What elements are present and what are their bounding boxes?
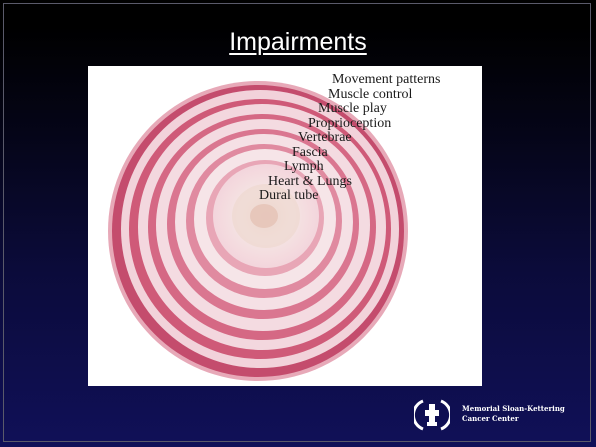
onion-slice-illustration: [88, 66, 482, 386]
layer-label: Lymph: [284, 160, 324, 174]
layer-label: Muscle control: [328, 88, 412, 102]
msk-emblem-icon: [414, 398, 450, 432]
onion-image: Movement patterns Muscle control Muscle …: [88, 66, 482, 386]
msk-logo: Memorial Sloan-Kettering Cancer Center: [414, 398, 584, 432]
layer-label: Muscle play: [318, 102, 387, 116]
logo-line-1: Memorial Sloan-Kettering: [462, 404, 565, 414]
layer-label: Vertebrae: [298, 131, 352, 145]
layer-label: Heart & Lungs: [268, 175, 352, 189]
msk-logo-text: Memorial Sloan-Kettering Cancer Center: [462, 404, 565, 424]
layer-label: Fascia: [292, 146, 328, 160]
logo-line-2: Cancer Center: [462, 414, 565, 424]
onion-center: [250, 204, 278, 228]
layer-label: Dural tube: [259, 189, 318, 203]
layer-label: Proprioception: [308, 117, 391, 131]
layer-label: Movement patterns: [332, 73, 440, 87]
slide-title: Impairments: [0, 28, 596, 57]
